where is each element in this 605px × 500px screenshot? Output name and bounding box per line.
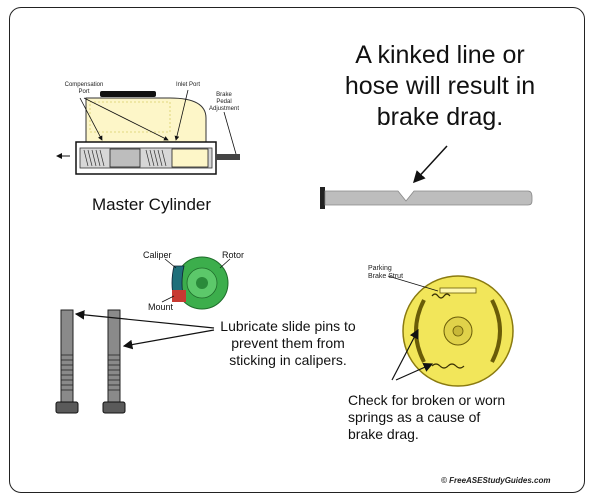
mount-label: Mount [148,302,174,312]
caliper-label: Caliper [143,250,172,260]
slide-pin-caption: Lubricate slide pins to prevent them fro… [220,318,356,368]
pin-arrow-right [122,329,215,350]
kink-arrow [412,145,448,184]
piston-primary [109,148,141,168]
spring-arrow-lower [395,363,434,381]
parking-brake-strut [439,287,477,294]
master-cylinder-illustration [56,89,240,175]
copyright-notice: © FreeASEStudyGuides.com [441,476,551,485]
hose-end-cap [320,187,325,209]
compensation-port-label: Compensation Port [64,82,104,95]
inlet-port-arrow [174,89,189,141]
pin-arrow-left [74,310,215,329]
brake-pedal-adjustment-label: Brake Pedal Adjustment [208,92,239,112]
inlet-port-label: Inlet Port [175,82,200,88]
brake-pedal-leader [223,111,237,155]
caliper-rotor-illustration [161,256,231,310]
drum-brake-illustration [387,275,514,387]
return-spring-upper [431,293,451,299]
slide-pin-left [55,309,79,414]
brake-shoe-right [490,299,502,363]
mount-bracket [172,290,186,302]
hose [324,190,533,206]
return-spring-lower [431,363,465,369]
reservoir-cap [100,91,156,97]
mount-leader [161,295,175,303]
slide-pins-illustration [55,309,215,414]
slide-pin-right [102,309,126,414]
secondary-spring [145,149,167,167]
comp-port-arrow-2 [83,97,169,141]
reservoir [85,97,207,143]
parking-brake-strut-label: Parking Brake Strut [368,265,404,280]
piston-secondary [171,148,209,168]
springs-caption: Check for broken or worn springs as a ca… [348,392,506,442]
kinked-hose-caption: A kinked line or hose will result in bra… [344,41,536,131]
rotor-leader [219,258,231,269]
rotor-label: Rotor [222,250,245,260]
master-cylinder-caption: Master Cylinder [92,195,212,214]
comp-port-arrow-1 [79,97,103,141]
kinked-hose-illustration [320,145,533,209]
spring-arrow-upper [391,328,419,381]
caliper-leader [164,258,177,269]
pushrod [216,154,240,160]
strut-leader [387,275,439,292]
primary-spring [83,149,105,167]
